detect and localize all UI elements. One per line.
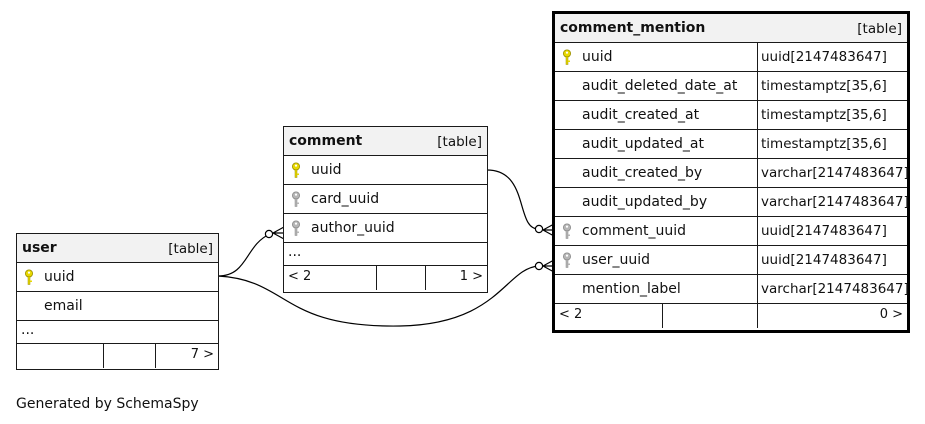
column-name: uuid <box>311 162 342 178</box>
column-type: uuid[2147483647] <box>757 217 887 245</box>
column-row-mention-label[interactable]: mention_label varchar[2147483647] <box>555 275 909 304</box>
column-name: audit_created_at <box>582 107 700 123</box>
table-footer: < 2 0 > <box>555 304 907 328</box>
column-name: audit_deleted_date_at <box>582 78 738 94</box>
table-user[interactable]: user [table] uuid email ... 7 > <box>16 233 219 370</box>
table-footer: < 2 1 > <box>284 266 487 290</box>
column-name: audit_created_by <box>582 165 703 181</box>
primary-key-icon <box>291 162 301 179</box>
column-type: timestamptz[35,6] <box>757 101 887 129</box>
edge-comment-mention-to-comment <box>486 169 540 230</box>
column-type: timestamptz[35,6] <box>757 130 887 158</box>
footer-children-count[interactable]: 1 > <box>459 269 483 284</box>
primary-key-icon <box>24 269 34 286</box>
column-name: mention_label <box>582 281 681 297</box>
column-name: uuid <box>582 49 613 65</box>
table-kind: [table] <box>168 241 213 257</box>
foreign-key-icon <box>291 220 301 237</box>
footer-children-count[interactable]: 0 > <box>879 307 903 322</box>
edge-end-circle <box>534 224 544 234</box>
column-name: email <box>44 298 83 314</box>
column-type: varchar[2147483647] <box>757 275 909 303</box>
column-row-audit-created-by[interactable]: audit_created_by varchar[2147483647] <box>555 159 909 188</box>
column-row-card-uuid[interactable]: card_uuid <box>284 185 487 214</box>
table-kind: [table] <box>857 21 902 37</box>
more-columns-ellipsis: ... <box>284 243 487 266</box>
column-row-uuid[interactable]: uuid <box>17 263 218 292</box>
table-name: user <box>22 240 57 256</box>
column-row-audit-created-at[interactable]: audit_created_at timestamptz[35,6] <box>555 101 907 130</box>
footer-parents-count[interactable]: < 2 <box>288 269 312 284</box>
more-columns-ellipsis: ... <box>17 321 218 344</box>
primary-key-icon <box>562 49 572 66</box>
column-row-user-uuid[interactable]: user_uuid uuid[2147483647] <box>555 246 907 275</box>
column-type: uuid[2147483647] <box>757 246 887 274</box>
table-name: comment_mention <box>560 20 706 36</box>
column-name: audit_updated_by <box>582 194 708 210</box>
column-row-comment-uuid[interactable]: comment_uuid uuid[2147483647] <box>555 217 907 246</box>
column-row-audit-deleted-date-at[interactable]: audit_deleted_date_at timestamptz[35,6] <box>555 72 907 101</box>
table-kind: [table] <box>437 134 482 150</box>
generator-credit: Generated by SchemaSpy <box>16 396 199 412</box>
table-header: comment_mention [table] <box>555 14 907 43</box>
column-row-audit-updated-at[interactable]: audit_updated_at timestamptz[35,6] <box>555 130 907 159</box>
column-row-author-uuid[interactable]: author_uuid <box>284 214 487 243</box>
footer-children-count[interactable]: 7 > <box>190 347 214 362</box>
table-header: comment [table] <box>284 127 487 156</box>
table-name: comment <box>289 133 363 149</box>
foreign-key-icon <box>562 252 572 269</box>
column-name: card_uuid <box>311 191 380 207</box>
column-row-uuid[interactable]: uuid <box>284 156 487 185</box>
column-row-audit-updated-by[interactable]: audit_updated_by varchar[2147483647] <box>555 188 909 217</box>
table-comment-mention[interactable]: comment_mention [table] uuid uuid[2147483… <box>552 11 910 333</box>
table-footer: 7 > <box>17 344 218 368</box>
column-type: varchar[2147483647] <box>757 159 909 187</box>
column-type: uuid[2147483647] <box>757 43 887 71</box>
column-row-email[interactable]: email <box>17 292 218 321</box>
column-name: user_uuid <box>582 252 651 268</box>
column-name: comment_uuid <box>582 223 687 239</box>
foreign-key-icon <box>291 191 301 208</box>
edge-author-to-user <box>217 233 271 277</box>
column-type: varchar[2147483647] <box>757 188 909 216</box>
column-type: timestamptz[35,6] <box>757 72 887 100</box>
column-name: author_uuid <box>311 220 395 236</box>
column-row-uuid[interactable]: uuid uuid[2147483647] <box>555 43 907 72</box>
table-comment[interactable]: comment [table] uuid card_uuid author_uuid… <box>283 126 488 293</box>
column-name: uuid <box>44 269 75 285</box>
edge-end-circle <box>264 229 274 239</box>
edge-user-mention-to-user <box>217 265 540 327</box>
foreign-key-icon <box>562 223 572 240</box>
edge-end-circle <box>534 261 544 271</box>
footer-parents-count[interactable]: < 2 <box>559 307 583 322</box>
table-header: user [table] <box>17 234 218 263</box>
column-name: audit_updated_at <box>582 136 705 152</box>
